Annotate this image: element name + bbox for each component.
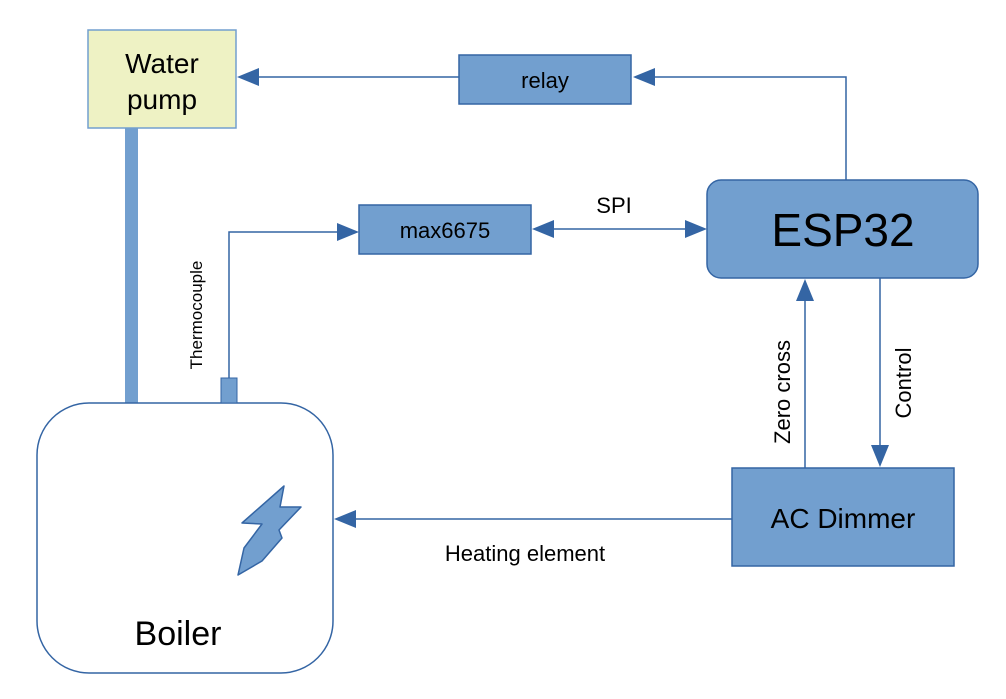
esp32-label: ESP32	[771, 204, 914, 256]
ac-dimmer-node: AC Dimmer	[731, 467, 955, 567]
relay-label: relay	[521, 68, 569, 93]
ac-dimmer-label: AC Dimmer	[771, 503, 916, 534]
esp32-relay-arrowhead	[633, 68, 655, 86]
spi-arrowhead-left	[532, 220, 554, 238]
ac-dimmer-box	[731, 467, 955, 567]
zero-cross-label: Zero cross	[770, 340, 795, 444]
esp32-relay-connector	[654, 76, 847, 180]
relay-node: relay	[458, 54, 632, 105]
control-label: Control	[891, 348, 916, 419]
esp32-node: ESP32	[706, 179, 979, 279]
thermocouple-label: Thermocouple	[187, 261, 206, 370]
heating-element-arrowhead	[334, 510, 356, 528]
boiler-box	[36, 402, 334, 674]
max6675-box	[358, 204, 532, 255]
spi-arrowhead-right	[685, 220, 707, 238]
water-pump-label-line2: pump	[127, 84, 197, 115]
control-arrowhead	[871, 445, 889, 467]
heating-element-label: Heating element	[445, 541, 605, 566]
relay-pump-arrowhead	[237, 68, 259, 86]
boiler-label: Boiler	[135, 615, 222, 653]
water-pump-box	[87, 29, 237, 129]
zero-cross-arrowhead	[796, 279, 814, 301]
lightning-bolt-icon	[237, 485, 302, 576]
water-pump-label-line1: Water	[125, 48, 199, 79]
thermocouple-sensor	[220, 377, 238, 404]
thermocouple-arrowhead	[337, 223, 359, 241]
boiler-node: Boiler	[36, 402, 334, 674]
max6675-node: max6675	[358, 204, 532, 255]
water-pump-node: Water pump	[87, 29, 237, 129]
spi-label: SPI	[596, 193, 631, 218]
thermocouple-connector	[228, 231, 338, 378]
water-pipe	[125, 128, 138, 403]
relay-box	[458, 54, 632, 105]
max6675-label: max6675	[400, 218, 491, 243]
